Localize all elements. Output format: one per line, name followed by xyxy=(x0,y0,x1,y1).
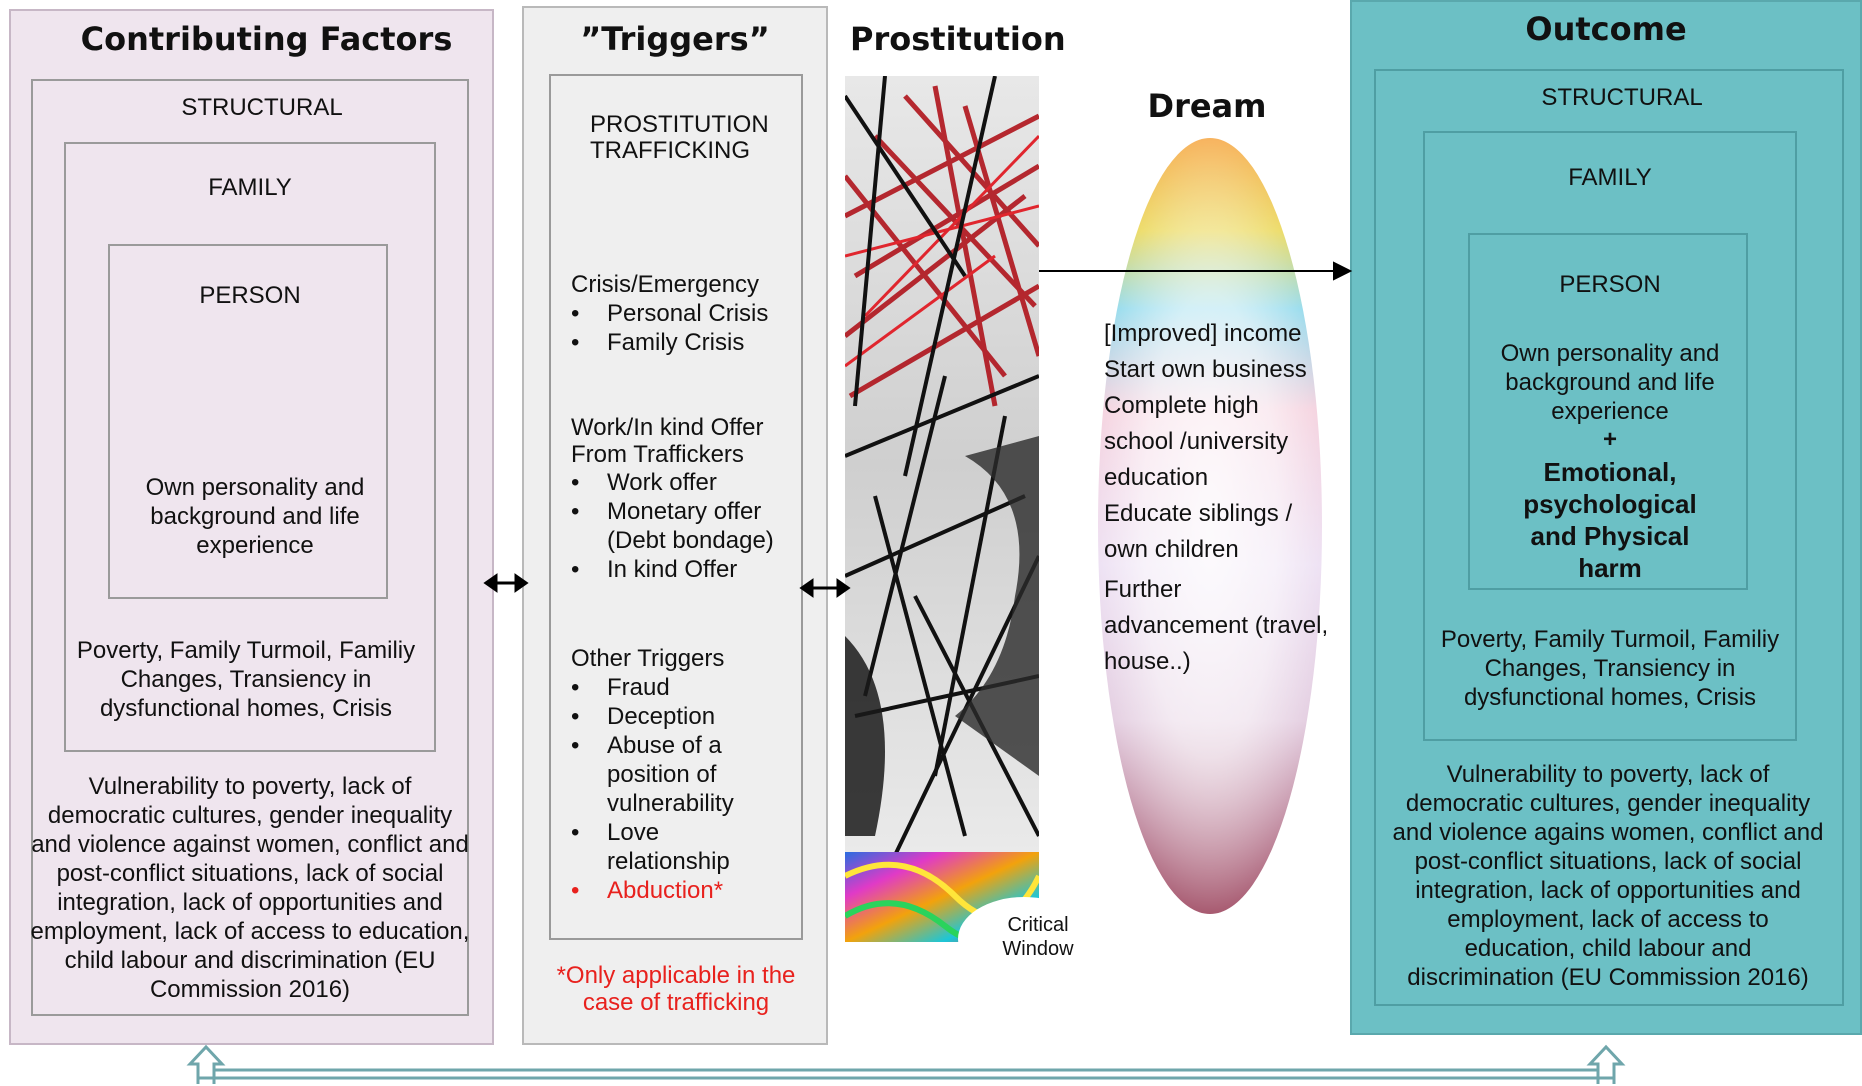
dream-item: education xyxy=(1104,464,1209,491)
critical-window-bubble xyxy=(958,897,1090,981)
triggers-group-heading: Work/In kind Offer From Traffickers xyxy=(571,414,764,468)
dream-ellipse xyxy=(1094,134,1326,918)
triggers-inner-box xyxy=(549,74,803,940)
double-arrow-icon xyxy=(799,578,851,598)
triggers-item: In kind Offer xyxy=(571,555,811,584)
dream-list: [Improved] income Start own business Com… xyxy=(1104,316,1344,680)
dream-title: Dream xyxy=(1147,87,1267,125)
triggers-group-offer: Work/In kind Offer From Traffickers Work… xyxy=(571,414,811,584)
dream-item: advancement (travel, xyxy=(1104,612,1329,639)
triggers-item: Abuse of a position of vulnerability xyxy=(571,731,757,818)
triggers-item: Love relationship xyxy=(571,818,757,876)
triggers-group-heading: Other Triggers xyxy=(571,645,725,672)
triggers-box-title-line2: TRAFFICKING xyxy=(590,137,750,164)
triggers-box-title-line1: PROSTITUTION xyxy=(590,111,769,138)
contributing-person-text: Own personality and background and life … xyxy=(145,474,365,559)
triggers-item-abduction: Abduction* xyxy=(571,876,811,905)
arrow-right-icon xyxy=(1039,261,1353,281)
outcome-person-box xyxy=(1468,233,1748,590)
contributing-structural-text: Vulnerability to poverty, lack of democr… xyxy=(30,773,470,1003)
outcome-family-label: FAMILY xyxy=(1568,164,1652,191)
triggers-group-other: Other Triggers Fraud Deception Abuse of … xyxy=(571,644,811,905)
contributing-family-box xyxy=(64,142,436,752)
dream-item: Start own business xyxy=(1104,356,1307,383)
triggers-title: ”Triggers” xyxy=(580,20,770,58)
outcome-structural-text: Vulnerability to poverty, lack of democr… xyxy=(1392,761,1824,991)
dream-item: school /university xyxy=(1104,428,1289,455)
contributing-family-label: FAMILY xyxy=(208,174,292,201)
contributing-person-label: PERSON xyxy=(199,282,301,309)
outcome-plus: + xyxy=(1602,426,1617,453)
triggers-footnote: *Only applicable in the case of traffick… xyxy=(556,962,796,1016)
contributing-family-text: Poverty, Family Turmoil, Familiy Changes… xyxy=(76,637,416,722)
dream-ellipse-graphic xyxy=(1098,138,1322,914)
outcome-family-box xyxy=(1423,131,1797,741)
outcome-harm-text: Emotional, psychological and Physical ha… xyxy=(1523,457,1697,583)
triggers-item: Monetary offer (Debt bondage) xyxy=(571,497,797,555)
dream-item: [Improved] income xyxy=(1104,320,1302,347)
critical-window-line1: Critical xyxy=(1007,914,1069,936)
outcome-panel xyxy=(1350,0,1862,1035)
triggers-item: Personal Crisis xyxy=(571,299,811,328)
contributing-factors-panel xyxy=(9,9,494,1045)
prostitution-artwork xyxy=(845,76,1039,942)
outcome-structural-box xyxy=(1374,69,1844,1006)
contributing-structural-label: STRUCTURAL xyxy=(181,94,343,121)
triggers-item: Deception xyxy=(571,702,811,731)
dream-item: own children xyxy=(1104,536,1239,563)
outcome-structural-label: STRUCTURAL xyxy=(1541,84,1703,111)
triggers-group-heading: Crisis/Emergency xyxy=(571,271,760,298)
prostitution-artwork-graphic xyxy=(845,76,1039,942)
outcome-person-label: PERSON xyxy=(1559,271,1661,298)
triggers-item: Work offer xyxy=(571,468,811,497)
contributing-structural-box xyxy=(31,79,469,1016)
prostitution-title: Prostitution xyxy=(850,20,1066,58)
contributing-factors-title: Contributing Factors xyxy=(80,20,453,58)
dream-item: house..) xyxy=(1104,648,1191,675)
critical-window-line2: Window xyxy=(1002,938,1074,960)
feedback-loop-arrow-icon xyxy=(186,1044,1626,1084)
outcome-family-text: Poverty, Family Turmoil, Familiy Changes… xyxy=(1440,626,1780,711)
triggers-box-title: PROSTITUTION TRAFFICKING xyxy=(590,112,810,164)
triggers-item: Fraud xyxy=(571,673,811,702)
dream-item: Educate siblings / xyxy=(1104,500,1293,527)
double-arrow-icon xyxy=(483,573,529,593)
dream-item: Further xyxy=(1104,576,1182,603)
outcome-title: Outcome xyxy=(1525,10,1687,48)
critical-window-label: Critical Window xyxy=(990,913,1086,961)
triggers-item: Family Crisis xyxy=(571,328,811,357)
contributing-person-box xyxy=(108,244,388,599)
outcome-person-text: Own personality and background and life … xyxy=(1500,340,1720,425)
triggers-group-crisis: Crisis/Emergency Personal Crisis Family … xyxy=(571,270,811,357)
dream-item: Complete high xyxy=(1104,392,1259,419)
